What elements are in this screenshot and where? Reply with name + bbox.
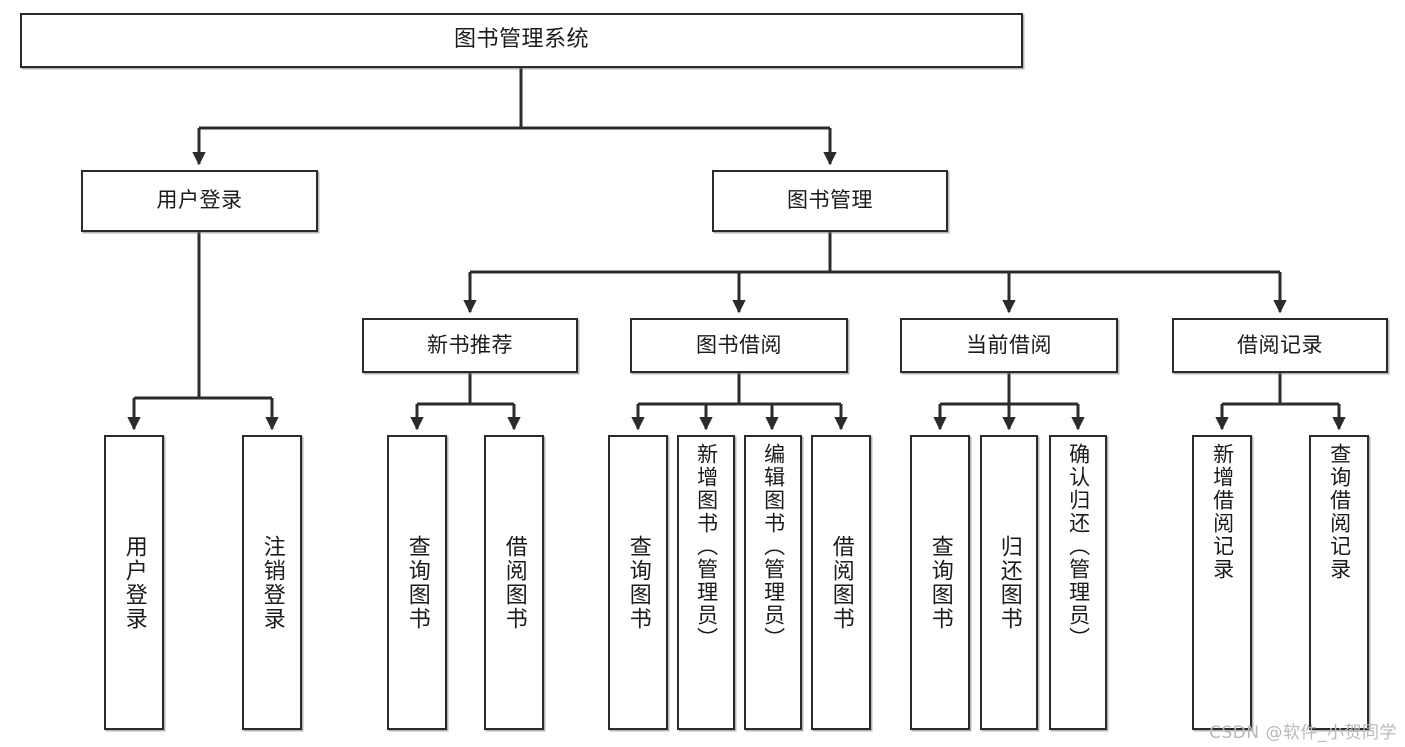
node-current-borrow[interactable]: 当前借阅 xyxy=(900,318,1118,373)
leaf-add-book-label: 新增图书（管理员） xyxy=(694,443,719,650)
node-book-management-label: 图书管理 xyxy=(787,188,873,213)
leaf-query-book-2-label: 查询图书 xyxy=(625,534,651,631)
leaf-borrow-book-1-label: 借阅图书 xyxy=(501,534,527,631)
node-book-management[interactable]: 图书管理 xyxy=(712,170,948,232)
leaf-user-login[interactable]: 用户登录 xyxy=(104,435,164,730)
leaf-confirm-return[interactable]: 确认归还（管理员） xyxy=(1049,435,1107,730)
leaf-return-book-label: 归还图书 xyxy=(996,534,1022,631)
node-borrow-record-label: 借阅记录 xyxy=(1237,332,1323,357)
node-new-book-recommend[interactable]: 新书推荐 xyxy=(362,318,578,373)
leaf-borrow-book-2[interactable]: 借阅图书 xyxy=(811,435,871,730)
leaf-query-book-3-label: 查询图书 xyxy=(927,534,953,631)
leaf-add-record-label: 新增借阅记录 xyxy=(1210,443,1235,581)
leaf-borrow-book-2-label: 借阅图书 xyxy=(828,534,854,631)
node-current-borrow-label: 当前借阅 xyxy=(966,332,1052,357)
leaf-edit-book-label: 编辑图书（管理员） xyxy=(761,443,786,650)
leaf-user-login-label: 用户登录 xyxy=(121,534,147,631)
leaf-query-book-3[interactable]: 查询图书 xyxy=(910,435,970,730)
node-root-label: 图书管理系统 xyxy=(453,27,589,53)
node-root-system[interactable]: 图书管理系统 xyxy=(20,13,1023,68)
leaf-return-book[interactable]: 归还图书 xyxy=(980,435,1038,730)
leaf-logout-login-label: 注销登录 xyxy=(259,534,285,631)
node-new-book-recommend-label: 新书推荐 xyxy=(427,332,513,357)
leaf-add-book[interactable]: 新增图书（管理员） xyxy=(677,435,735,730)
leaf-borrow-book-1[interactable]: 借阅图书 xyxy=(484,435,544,730)
node-user-login-label: 用户登录 xyxy=(156,188,243,213)
csdn-watermark: CSDN @软件_小贺同学 xyxy=(1209,723,1397,743)
node-book-borrow[interactable]: 图书借阅 xyxy=(630,318,848,373)
leaf-add-record[interactable]: 新增借阅记录 xyxy=(1192,435,1252,730)
leaf-query-book-2[interactable]: 查询图书 xyxy=(608,435,668,730)
leaf-logout-login[interactable]: 注销登录 xyxy=(242,435,302,730)
leaf-confirm-return-label: 确认归还（管理员） xyxy=(1066,443,1091,650)
leaf-query-record-label: 查询借阅记录 xyxy=(1327,443,1352,581)
node-user-login[interactable]: 用户登录 xyxy=(81,170,318,232)
leaf-query-book-1-label: 查询图书 xyxy=(404,534,430,631)
leaf-edit-book[interactable]: 编辑图书（管理员） xyxy=(744,435,802,730)
leaf-query-record[interactable]: 查询借阅记录 xyxy=(1309,435,1369,730)
node-book-borrow-label: 图书借阅 xyxy=(696,332,782,357)
leaf-query-book-1[interactable]: 查询图书 xyxy=(387,435,447,730)
node-borrow-record[interactable]: 借阅记录 xyxy=(1172,318,1388,373)
